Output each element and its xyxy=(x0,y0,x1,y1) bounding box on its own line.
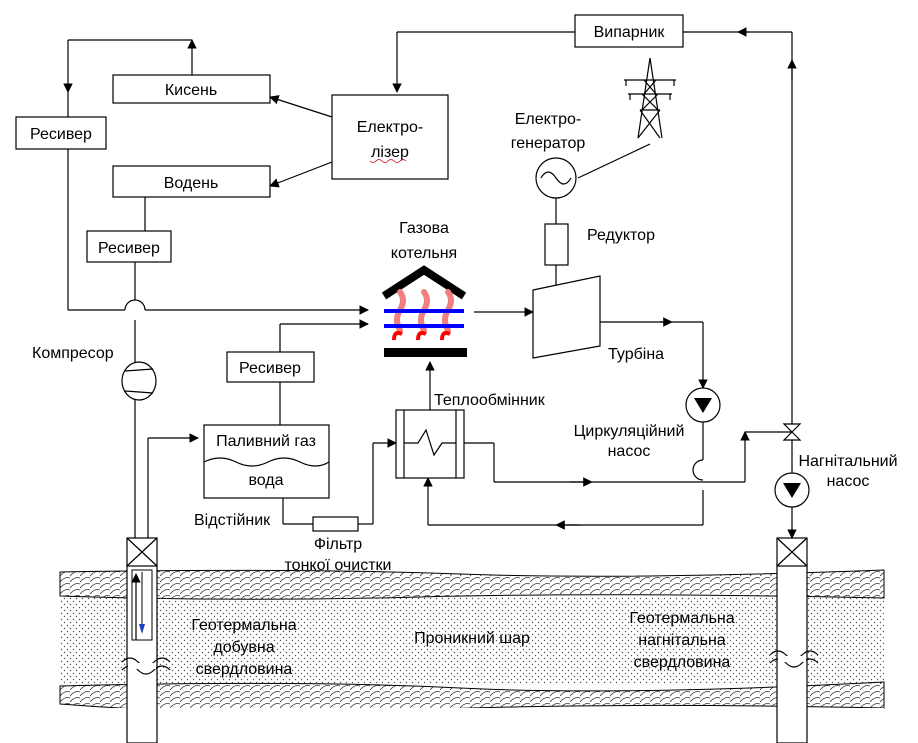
receiver-mid-label: Ресивер xyxy=(98,240,160,257)
oxygen-block: Кисень xyxy=(112,74,271,104)
compressor-label: Компресор xyxy=(32,345,114,362)
turbine-label: Турбіна xyxy=(608,346,664,363)
boiler-label-1: Газова xyxy=(399,220,449,237)
receiver-bottom-label: Ресивер xyxy=(239,360,301,377)
water-label: вода xyxy=(248,472,283,489)
permeable-layer-label: Проникний шар xyxy=(414,630,530,647)
production-well-label-1: Геотермальна xyxy=(191,617,296,634)
boiler-label-2: котельня xyxy=(391,245,457,262)
turbine-block xyxy=(532,275,601,359)
injection-pump-label-1: Нагнітальний xyxy=(798,453,897,470)
reducer-block xyxy=(544,223,569,266)
injection-well-label-2: нагнітальна xyxy=(638,632,726,649)
electrolyzer-label-1: Електро- xyxy=(357,119,424,136)
transmission-tower-icon xyxy=(624,57,676,139)
heat-exchanger-label: Теплообмінник xyxy=(434,392,546,409)
production-well xyxy=(121,537,171,743)
generator-label-2: генератор xyxy=(511,135,586,152)
injection-pump-label-2: насос xyxy=(827,473,870,490)
filter-block xyxy=(312,516,359,532)
filter-label-2: тонкої очистки xyxy=(285,557,392,574)
ground-layers xyxy=(59,569,885,743)
down-arrow-icon xyxy=(139,624,145,634)
injection-pump-icon xyxy=(774,472,810,508)
receiver-left-label: Ресивер xyxy=(30,126,92,143)
injection-well xyxy=(769,537,819,743)
gas-boiler-icon xyxy=(381,265,467,357)
evaporator-label: Випарник xyxy=(594,24,666,41)
circulation-pump-label-1: Циркуляційний xyxy=(574,423,685,440)
generator-label-1: Електро- xyxy=(515,111,582,128)
valve-icon xyxy=(782,423,802,441)
pipe-network xyxy=(63,27,797,539)
circulation-pump-label-2: насос xyxy=(608,443,651,460)
heat-exchanger-block xyxy=(395,409,465,479)
filter-label-1: Фільтр xyxy=(314,536,362,553)
upper-rock-layer xyxy=(59,569,885,600)
injection-well-label-3: свердловина xyxy=(634,654,731,671)
electrolyzer-block: Електро- лізер xyxy=(331,94,449,180)
hydrogen-label: Водень xyxy=(164,175,219,192)
electrolyzer-label-2: лізер xyxy=(371,144,409,161)
settler-label: Відстійник xyxy=(194,512,271,529)
hydrogen-block: Водень xyxy=(112,165,271,198)
fuel-gas-label: Паливний газ xyxy=(216,433,316,450)
receiver-mid-block: Ресивер xyxy=(86,230,172,263)
settler-block: Паливний газ вода xyxy=(203,424,330,499)
receiver-bottom-block: Ресивер xyxy=(226,351,315,383)
reducer-label: Редуктор xyxy=(587,227,655,244)
evaporator-block: Випарник xyxy=(574,14,684,48)
production-well-label-3: свердловина xyxy=(196,661,293,678)
zigzag-coil-icon xyxy=(404,428,456,457)
production-well-label-2: добувна xyxy=(213,639,274,656)
injection-well-label-1: Геотермальна xyxy=(629,610,734,627)
ac-generator-icon xyxy=(535,157,577,199)
circulation-pump-icon xyxy=(685,387,721,423)
receiver-left-block: Ресивер xyxy=(15,116,107,150)
compressor-icon xyxy=(121,361,157,401)
oxygen-label: Кисень xyxy=(165,82,217,99)
permeable-layer xyxy=(60,597,884,685)
